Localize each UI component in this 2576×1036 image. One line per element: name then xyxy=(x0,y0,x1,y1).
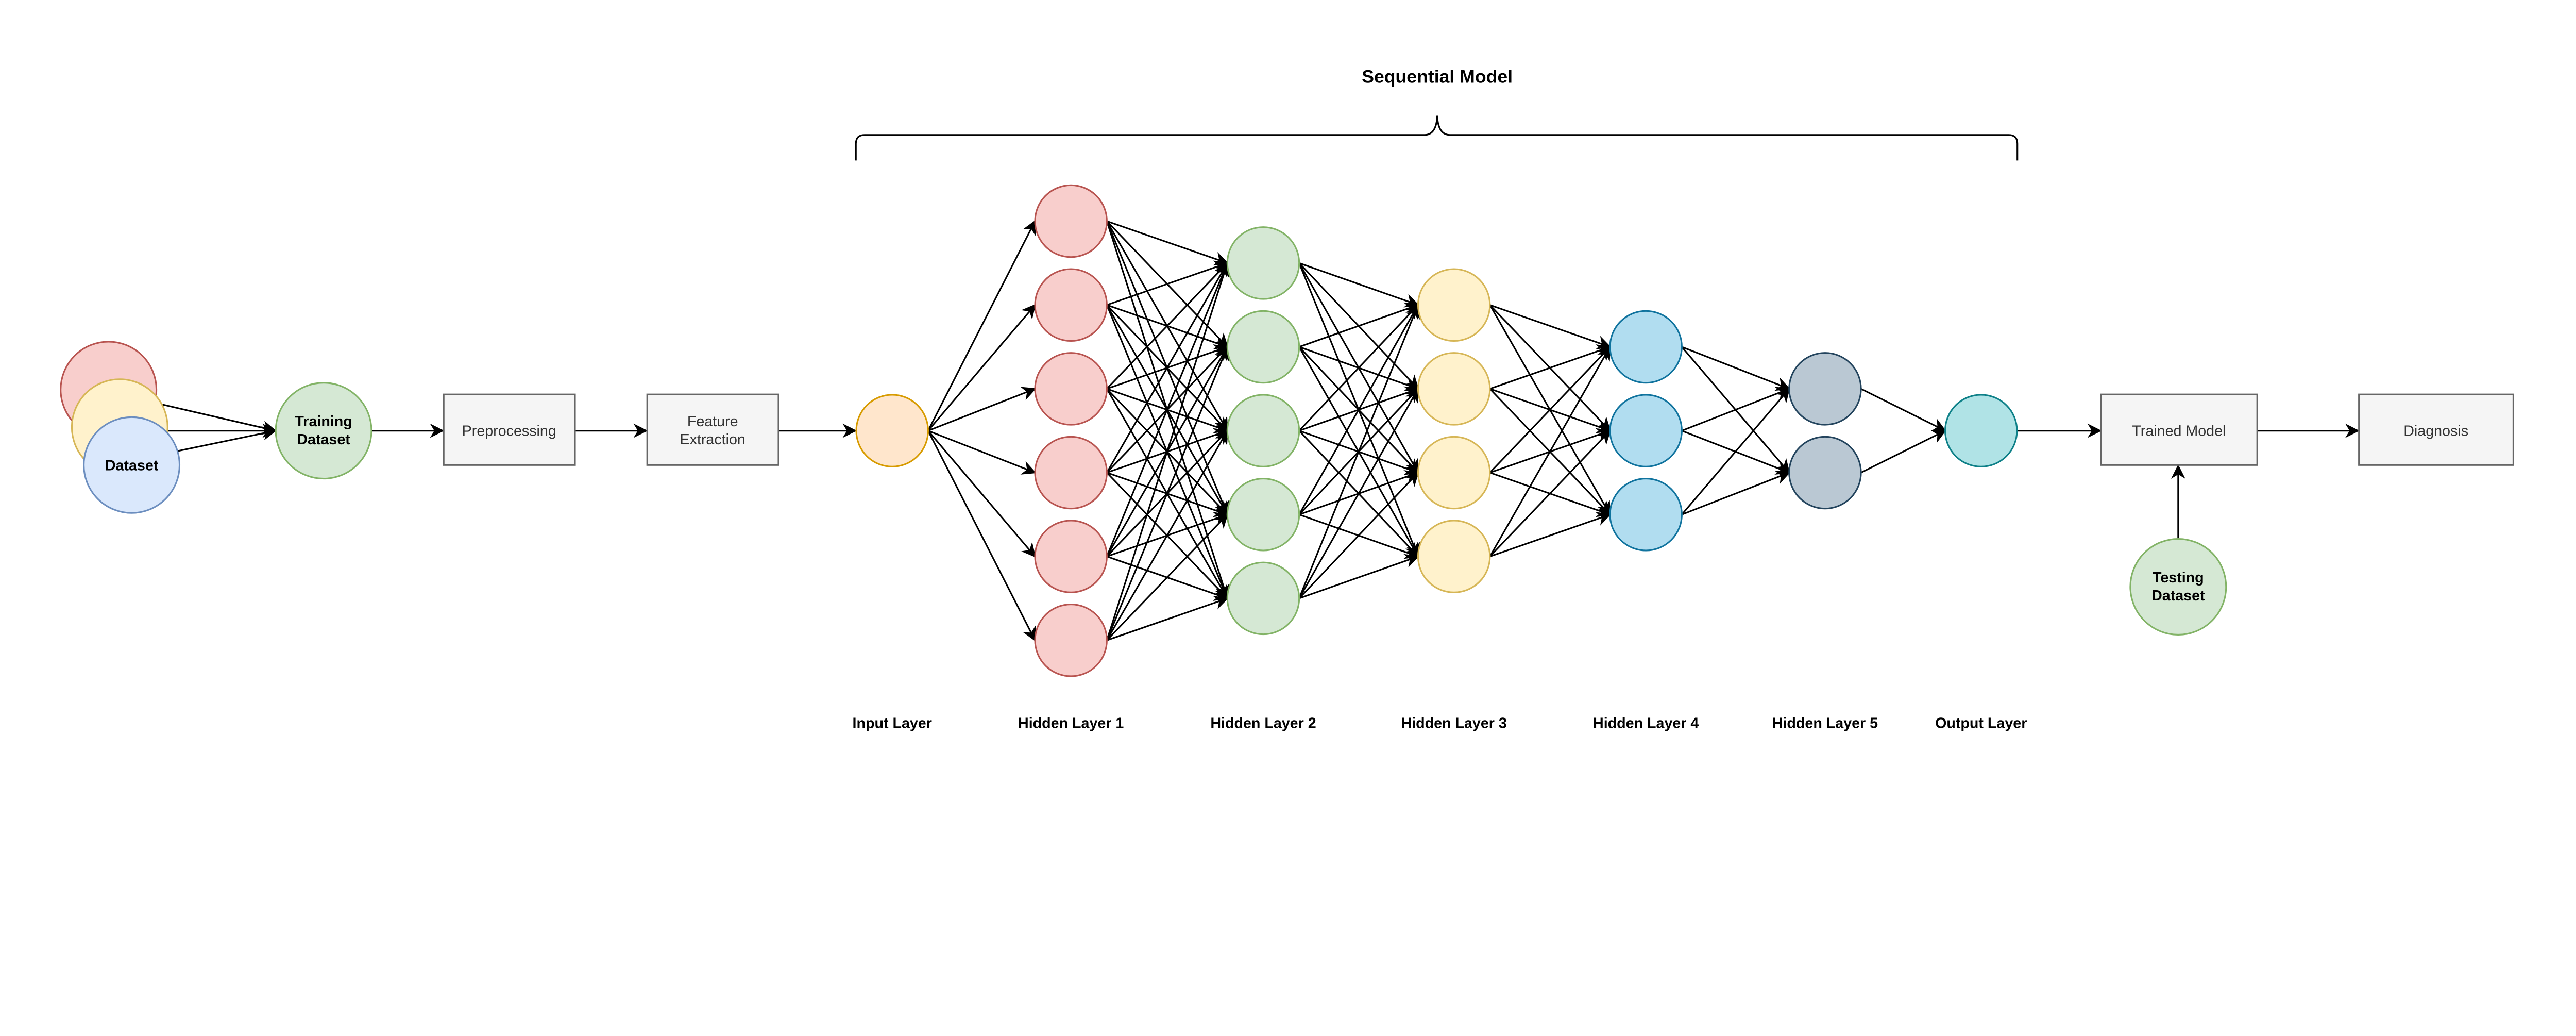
connection-edge xyxy=(927,430,1037,475)
connection-edge xyxy=(1298,387,1419,599)
connection-edge xyxy=(1299,302,1420,348)
testing-dataset-circle xyxy=(2129,538,2227,636)
neuron-node[interactable] xyxy=(1788,436,1862,510)
diagnosis-label: Diagnosis xyxy=(2403,423,2468,440)
connection-edge xyxy=(1681,387,1791,432)
neuron-node[interactable] xyxy=(1609,394,1683,467)
connection-edge xyxy=(927,304,1036,431)
connection-edge xyxy=(1489,345,1611,557)
diagram-title: Sequential Model xyxy=(1362,66,1513,87)
connection-edge xyxy=(1299,262,1420,308)
neuron-node[interactable] xyxy=(1417,268,1491,342)
layer-label: Hidden Layer 5 xyxy=(1772,715,1878,732)
neuron-node[interactable] xyxy=(1788,352,1862,426)
sequential-model-brace xyxy=(855,115,2019,161)
dataset-label: Dataset xyxy=(105,457,159,474)
connection-edge xyxy=(1298,304,1419,431)
connection-edge xyxy=(1106,429,1228,641)
connection-edge xyxy=(1681,346,1791,391)
network-connections xyxy=(927,220,1947,642)
trained-model-label: Trained Model xyxy=(2132,423,2226,440)
testing-dataset-node[interactable]: Testing Dataset xyxy=(2129,538,2227,636)
neuron-node[interactable] xyxy=(1609,310,1683,384)
layer-label: Hidden Layer 1 xyxy=(1018,715,1124,732)
connection-edge xyxy=(927,387,1037,432)
feature-extraction-box[interactable]: Feature Extraction xyxy=(646,393,779,466)
layer-label: Hidden Layer 3 xyxy=(1401,715,1507,732)
connection-edge xyxy=(1106,513,1229,641)
feature-extraction-label: Extraction xyxy=(680,431,745,448)
connection-edge xyxy=(927,430,1036,558)
connection-edge xyxy=(1106,262,1229,390)
neuron-node[interactable] xyxy=(1944,394,2018,467)
layer-label: Hidden Layer 2 xyxy=(1210,715,1316,732)
connection-edge xyxy=(1681,471,1791,515)
neuron-node[interactable] xyxy=(1226,478,1300,552)
neuron-node[interactable] xyxy=(855,394,929,467)
connection-edge xyxy=(1106,261,1229,557)
neuron-node[interactable] xyxy=(1034,352,1108,426)
neuron-node[interactable] xyxy=(1034,268,1108,342)
layer-label: Output Layer xyxy=(1935,715,2027,732)
neuron-node[interactable] xyxy=(1226,310,1300,384)
neuron-node[interactable] xyxy=(1417,436,1491,510)
neuron-node[interactable] xyxy=(1226,394,1300,467)
connection-edge xyxy=(1106,261,1228,473)
diagnosis-box[interactable]: Diagnosis xyxy=(2358,393,2514,466)
dataset-stack[interactable]: Dataset xyxy=(60,341,181,514)
connection-edge xyxy=(927,220,1036,431)
neuron-node[interactable] xyxy=(1034,436,1108,510)
sequential-model-diagram: Sequential Model Dataset Training Datase… xyxy=(60,66,2514,732)
connection-edge xyxy=(1489,304,1612,349)
testing-dataset-label: Dataset xyxy=(2151,588,2205,604)
neuron-node[interactable] xyxy=(1417,352,1491,426)
neuron-node[interactable] xyxy=(1417,520,1491,593)
neuron-node[interactable] xyxy=(1609,478,1683,552)
arrow-dataset-to-training xyxy=(161,404,277,435)
arrow-dataset-to-training xyxy=(177,426,277,452)
training-dataset-label: Training xyxy=(295,413,352,430)
connection-edge xyxy=(1489,344,1612,390)
connection-edge xyxy=(1489,429,1611,557)
neuron-node[interactable] xyxy=(1226,561,1300,636)
layer-label: Hidden Layer 4 xyxy=(1593,715,1699,732)
connection-edge xyxy=(1298,471,1419,599)
connection-edge xyxy=(1299,554,1420,599)
neuron-node[interactable] xyxy=(1034,520,1108,593)
trained-model-box[interactable]: Trained Model xyxy=(2100,393,2258,466)
connection-edge xyxy=(1489,512,1612,558)
neuron-node[interactable] xyxy=(1226,226,1300,300)
testing-dataset-label: Testing xyxy=(2153,570,2204,586)
connection-edge xyxy=(1860,430,1947,474)
preprocessing-label: Preprocessing xyxy=(462,423,556,440)
connection-edge xyxy=(1106,220,1229,266)
training-dataset-label: Dataset xyxy=(297,431,350,448)
training-dataset-circle xyxy=(275,382,372,480)
training-dataset-node[interactable]: Training Dataset xyxy=(275,382,372,480)
connection-edge xyxy=(927,430,1036,642)
connection-edge xyxy=(1681,388,1790,515)
dataset-circle-blue xyxy=(83,416,181,514)
feature-extraction-label: Feature xyxy=(687,413,738,430)
connection-edge xyxy=(1298,304,1419,515)
neuron-node[interactable] xyxy=(1034,604,1108,677)
connection-edge xyxy=(1106,261,1230,641)
connection-edge xyxy=(1489,345,1611,474)
network-nodes xyxy=(855,184,2018,677)
neuron-node[interactable] xyxy=(1034,184,1108,258)
preprocessing-box[interactable]: Preprocessing xyxy=(443,393,576,466)
connection-edge xyxy=(1106,345,1229,641)
layer-labels: Input Layer Hidden Layer 1 Hidden Layer 2 H… xyxy=(853,715,2027,732)
connection-edge xyxy=(1298,304,1420,599)
layer-label: Input Layer xyxy=(853,715,932,732)
connection-edge xyxy=(1860,388,1947,432)
connection-edge xyxy=(1106,596,1229,641)
connection-edge xyxy=(1106,260,1229,306)
